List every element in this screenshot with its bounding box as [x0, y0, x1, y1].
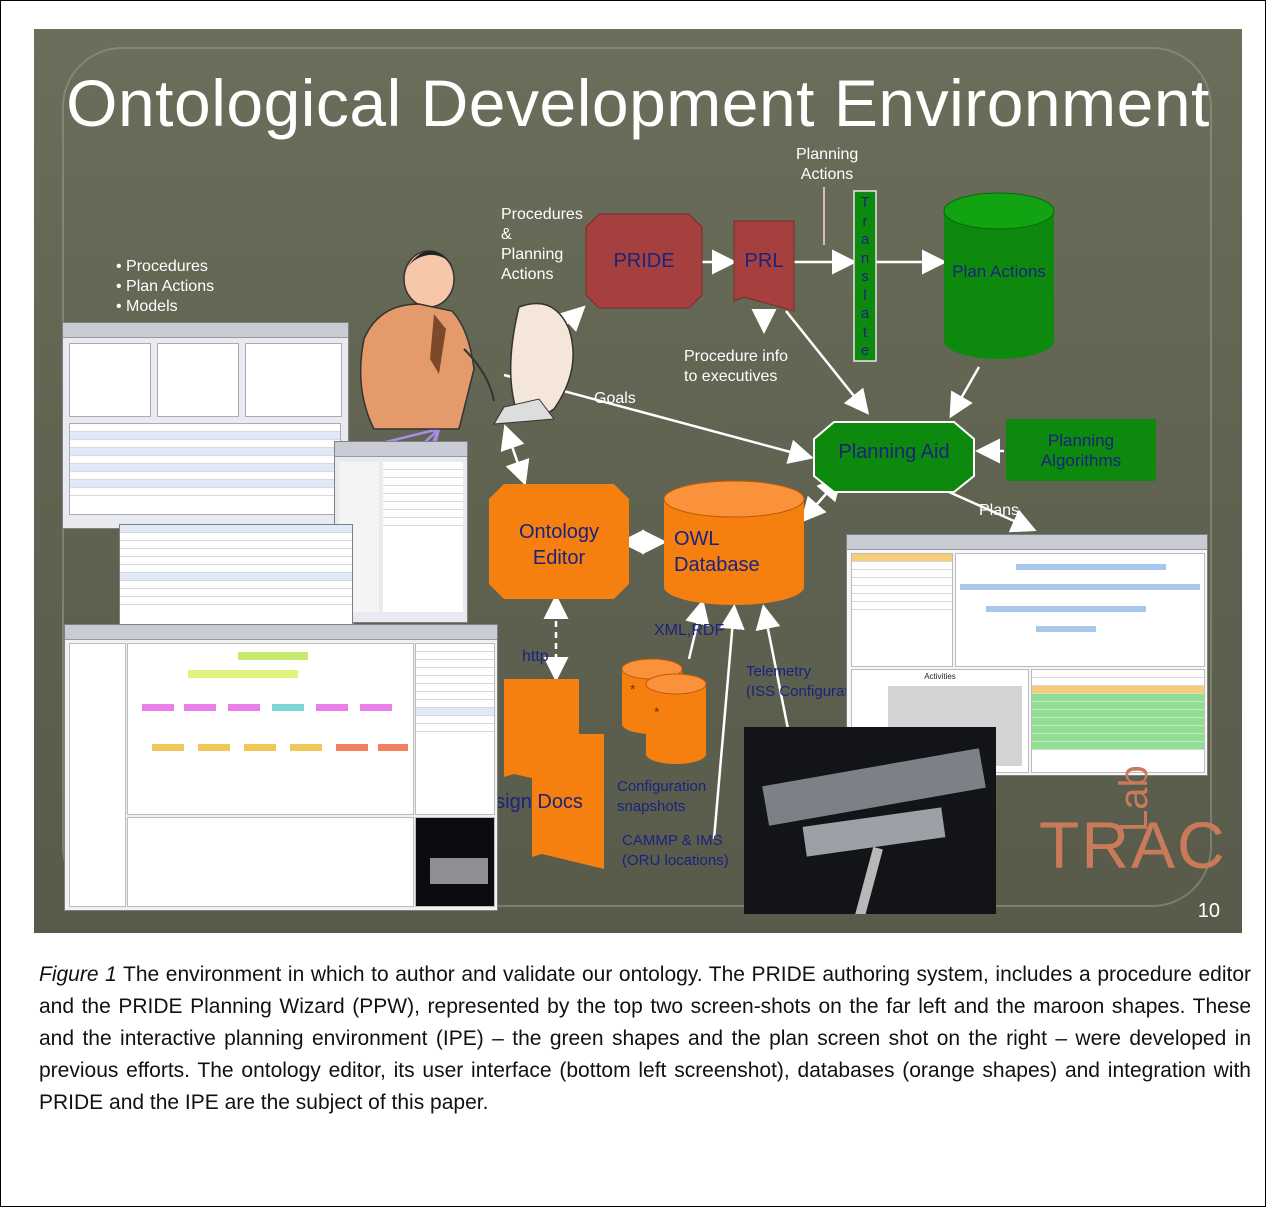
- translate-letter: a: [860, 231, 870, 248]
- slide: Ontological Development Environment: [34, 29, 1242, 933]
- label-line: Actions: [800, 166, 854, 183]
- planning-actions-top: Planning Actions: [796, 145, 858, 185]
- screenshot-ontology-editor-ui: [64, 624, 498, 911]
- owl-database-line: OWL: [674, 528, 720, 550]
- config-snapshot-cylinders: * *: [621, 658, 707, 764]
- svg-text:*: *: [654, 704, 660, 720]
- label-line: Planning: [501, 246, 564, 263]
- iss-photo: [744, 727, 996, 914]
- label-line: Telemetry: [746, 663, 812, 680]
- planning-algorithms-line: Algorithms: [1040, 451, 1122, 470]
- planning-algorithms-label: Planning Algorithms: [1006, 431, 1156, 471]
- arrow-config-owl: [685, 599, 710, 660]
- logo-lab: Lab: [1112, 765, 1156, 832]
- translate-label: T r a n s l a t e: [854, 194, 876, 361]
- label-line: Procedure info: [684, 348, 789, 365]
- translate-letter: a: [860, 305, 870, 322]
- screenshot-procedure-list: [119, 524, 353, 626]
- translate-letter: s: [861, 268, 869, 285]
- arrow-plans: [948, 490, 1037, 533]
- owl-database-line: Database: [674, 554, 760, 576]
- translate-letter: r: [862, 212, 868, 230]
- owl-database-label: OWL Database: [674, 526, 794, 578]
- translate-letter: t: [862, 323, 868, 341]
- translate-letter: e: [860, 342, 870, 359]
- label-line: (ORU locations): [622, 852, 729, 869]
- svg-text:*: *: [630, 681, 636, 697]
- ontology-editor-label: Ontology Editor: [489, 519, 629, 571]
- telemetry-label: Telemetry (ISS Configuration): [746, 662, 874, 702]
- caption-text: The environment in which to author and v…: [39, 963, 1251, 1114]
- label-line: Actions: [501, 266, 554, 283]
- planning-algorithms-line: Planning: [1047, 431, 1115, 450]
- procedures-planning-actions: Procedures & Planning Actions: [501, 205, 583, 285]
- logo-trac: TRAC: [1039, 808, 1227, 882]
- translate-shape: [853, 190, 877, 362]
- planning-aid-label: Planning Aid: [838, 441, 950, 463]
- person-at-computer: [359, 250, 574, 430]
- slide-page-number: 10: [1197, 900, 1220, 922]
- ontology-editor-shape: [489, 484, 629, 599]
- prl-shape: [733, 220, 795, 312]
- bullet-list: • Procedures • Plan Actions • Models: [116, 257, 214, 317]
- figure-caption: Figure 1 The environment in which to aut…: [39, 959, 1251, 1119]
- arrow-planactions-planningaid: [949, 366, 981, 419]
- label-line: &: [501, 226, 512, 243]
- screenshot-add-planning-info: [62, 322, 349, 529]
- arrow-cammp-owl: [712, 604, 745, 840]
- arrow-person-ontology: [500, 424, 530, 486]
- label-line: Configuration: [617, 778, 707, 795]
- screenshot-plan-ipe: Activities: [846, 534, 1208, 776]
- activities-chart-title: Activities: [924, 672, 956, 681]
- ontology-editor-line: Ontology: [518, 521, 600, 543]
- http-label: http: [522, 648, 549, 665]
- label-line: to executives: [684, 368, 778, 385]
- owl-database-cylinder: [663, 480, 805, 605]
- bullet-item: • Plan Actions: [116, 278, 215, 295]
- pride-shape: [585, 213, 703, 309]
- traclab-logo: TRAC Lab: [1039, 765, 1225, 889]
- pride-label: PRIDE: [613, 250, 675, 272]
- label-line: Procedures: [501, 206, 583, 223]
- design-docs-shapes: [504, 679, 604, 869]
- figure-label: Figure 1: [39, 963, 117, 986]
- label-line: (ISS Configuration): [746, 683, 874, 700]
- prl-label: PRL: [744, 250, 784, 272]
- cammp-label: CAMMP & IMS (ORU locations): [622, 831, 729, 871]
- bullet-item: • Procedures: [116, 258, 208, 275]
- goals-label: Goals: [594, 390, 636, 407]
- plans-label: Plans: [979, 502, 1020, 519]
- plan-actions-cylinder: [943, 192, 1055, 359]
- label-line: Planning: [796, 146, 859, 163]
- translate-letter: n: [860, 249, 870, 267]
- ontology-editor-line: Editor: [532, 547, 586, 569]
- design-docs-label: esign Docs: [484, 791, 583, 813]
- label-line: CAMMP & IMS: [622, 832, 723, 849]
- planning-algorithms-shape: [1006, 419, 1156, 481]
- translate-letter: l: [863, 286, 867, 304]
- arrow-prl-planningaid: [785, 310, 870, 415]
- bullet-item: • Models: [116, 298, 178, 315]
- xml-rdf-label: XML,RDF: [654, 622, 725, 639]
- slide-title: Ontological Development Environment: [66, 66, 1210, 140]
- plan-actions-label: Plan Actions: [952, 262, 1046, 281]
- screenshot-procedure-editor: [334, 441, 468, 623]
- procedure-info-label: Procedure info to executives: [684, 347, 788, 387]
- planning-aid-shape: [813, 421, 975, 493]
- label-line: snapshots: [617, 798, 686, 815]
- translate-letter: T: [860, 194, 870, 211]
- configuration-label: Configuration snapshots: [617, 777, 706, 817]
